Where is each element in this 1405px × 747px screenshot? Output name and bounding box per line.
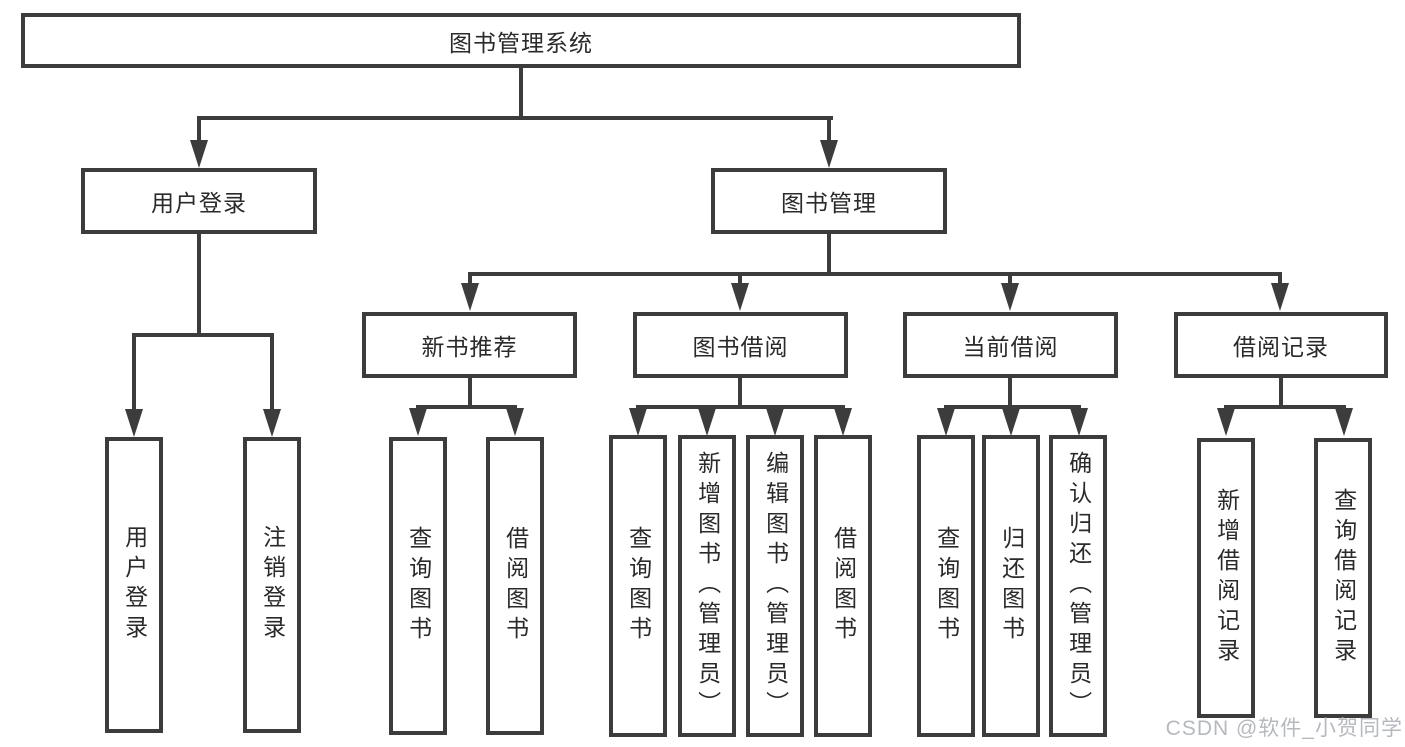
node-label: 用户登录 [151, 190, 247, 216]
node-label: 注销登录 [259, 525, 286, 645]
leaf-borrow-books-recommend: 借阅图书 [486, 437, 544, 735]
connector-borrow-group-hbar [636, 405, 845, 409]
node-label: 确认归还（管理员） [1065, 451, 1092, 721]
node-label: 用户登录 [121, 525, 148, 645]
arrowhead-down-icon [1001, 283, 1019, 311]
connector-recommend-group-hbar [416, 405, 517, 409]
node-label: 图书借阅 [692, 334, 789, 360]
arrowhead-down-icon [409, 408, 427, 436]
arrowhead-down-icon [506, 408, 524, 436]
node-book-borrow: 图书借阅 [633, 312, 848, 378]
node-current-borrow: 当前借阅 [903, 312, 1118, 378]
connector-records-trunk [1279, 378, 1283, 409]
node-label: 新增借阅记录 [1213, 488, 1240, 668]
node-book-management: 图书管理 [711, 168, 947, 234]
node-label: 编辑图书（管理员） [762, 451, 789, 721]
arrowhead-down-icon [263, 409, 281, 437]
arrowhead-down-icon [834, 408, 852, 436]
node-label: 当前借阅 [962, 334, 1059, 360]
node-label: 借阅记录 [1233, 334, 1329, 360]
leaf-query-borrow-record: 查询借阅记录 [1314, 438, 1372, 718]
arrowhead-down-icon [1271, 283, 1289, 311]
connector-login-leaf-shaft [132, 336, 136, 411]
node-label: 查询图书 [405, 526, 432, 646]
leaf-add-borrow-record: 新增借阅记录 [1197, 438, 1255, 718]
arrowhead-down-icon [1335, 408, 1353, 436]
leaf-query-books-current: 查询图书 [917, 435, 975, 737]
node-label: 查询图书 [933, 526, 960, 646]
node-label: 新增图书（管理员） [694, 451, 721, 721]
connector-user-login-trunk [197, 234, 201, 337]
connector-level1-hbar [197, 116, 833, 120]
connector-user-login-shaft [197, 119, 201, 142]
arrowhead-down-icon [820, 140, 838, 168]
leaf-borrow-books-borrow: 借阅图书 [814, 435, 872, 737]
connector-book-management-trunk [827, 234, 831, 276]
connector-records-group-hbar [1224, 405, 1346, 409]
connector-login-group-hbar [132, 333, 274, 337]
connector-level2-hbar [468, 272, 1282, 276]
leaf-edit-book-admin: 编辑图书（管理员） [746, 435, 804, 737]
node-label: 图书管理系统 [449, 29, 593, 56]
arrowhead-down-icon [766, 408, 784, 436]
leaf-query-books-recommend: 查询图书 [389, 437, 447, 735]
leaf-logout: 注销登录 [243, 437, 301, 733]
node-label: 归还图书 [998, 526, 1025, 646]
arrowhead-down-icon [937, 408, 955, 436]
connector-root-trunk [519, 68, 523, 120]
node-label: 新书推荐 [421, 334, 518, 360]
arrowhead-down-icon [731, 283, 749, 311]
connector-current-trunk [1008, 378, 1012, 409]
node-label: 借阅图书 [830, 526, 857, 646]
node-library-management-system: 图书管理系统 [21, 13, 1021, 68]
arrowhead-down-icon [461, 283, 479, 311]
connector-recommend-trunk [468, 378, 472, 409]
leaf-return-book: 归还图书 [982, 435, 1040, 737]
node-user-login: 用户登录 [81, 168, 317, 234]
node-label: 图书管理 [781, 190, 877, 216]
node-label: 查询图书 [625, 526, 652, 646]
connector-logout-leaf-shaft [270, 336, 274, 411]
arrowhead-down-icon [1002, 408, 1020, 436]
arrowhead-down-icon [125, 409, 143, 437]
connector-borrow-shaft [738, 275, 742, 285]
leaf-add-book-admin: 新增图书（管理员） [678, 435, 736, 737]
arrowhead-down-icon [698, 408, 716, 436]
node-new-book-recommend: 新书推荐 [362, 312, 577, 378]
csdn-watermark: CSDN @软件_小贺同学 [1165, 717, 1403, 740]
arrowhead-down-icon [629, 408, 647, 436]
connector-current-group-hbar [944, 405, 1081, 409]
connector-borrow-trunk [738, 378, 742, 409]
arrowhead-down-icon [1070, 408, 1088, 436]
connector-current-shaft [1008, 275, 1012, 285]
arrowhead-down-icon [1217, 408, 1235, 436]
node-borrow-records: 借阅记录 [1174, 312, 1388, 378]
leaf-user-login: 用户登录 [105, 437, 163, 733]
leaf-query-books-borrow: 查询图书 [609, 435, 667, 737]
connector-recommend-shaft [468, 275, 472, 285]
connector-records-shaft [1278, 275, 1282, 285]
leaf-confirm-return-admin: 确认归还（管理员） [1049, 435, 1107, 737]
node-label: 借阅图书 [502, 526, 529, 646]
arrowhead-down-icon [190, 140, 208, 168]
connector-book-management-shaft [827, 119, 831, 142]
node-label: 查询借阅记录 [1330, 488, 1357, 668]
